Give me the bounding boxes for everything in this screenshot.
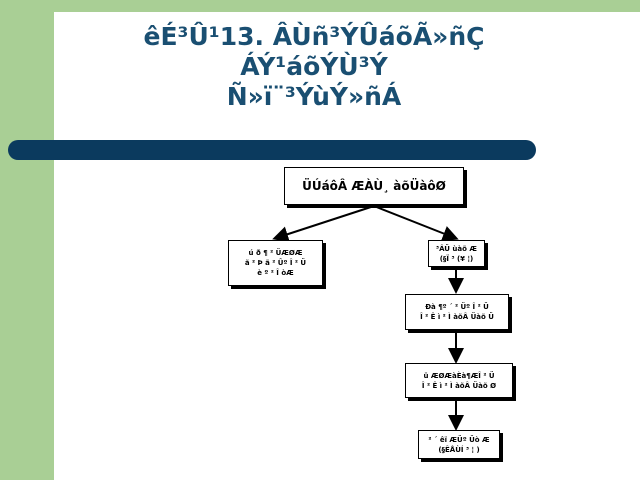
title-divider-bar [8, 140, 536, 160]
right-node-line-1: ³ÂÜ ùàõ Æ [436, 244, 477, 253]
connector-root-left [272, 205, 375, 242]
left-node-line-3: è º ² Î òÆ [257, 269, 294, 277]
root-node-label: ÜÚáôÂ ÆÀÙ¸ àõÜàôØ [302, 179, 446, 193]
diagram-root-node: ÜÚáôÂ ÆÀÙ¸ àõÜàôØ [284, 167, 464, 205]
left-node-line-2: ã ² Þ ã ² Ûº Î ² Ü [244, 259, 307, 267]
chain-node-2-line-1: ü ÆØÆàÈà¶ÆÎ ² Ü [423, 371, 495, 380]
content-card [54, 12, 640, 480]
diagram-chain-node-2: ü ÆØÆàÈà¶ÆÎ ² Ü Î ² Ê ì ² Ì àõÂ Üàõ Ø [405, 363, 513, 398]
chain-node-3-line-2: (§ÊÅÙÍ ³ ¦ ) [438, 445, 480, 454]
title-line-2: ÁÝ¹áõÝÙ³Ý [240, 52, 388, 81]
diagram-right-node: ³ÂÜ ùàõ Æ (§Ï ³ (¥ ¦) [428, 240, 485, 267]
title-line-1: êÉ³Û¹13. ÂÙñ³ÝÛáõÃ»ñÇ [143, 22, 485, 51]
diagram-chain-node-3: ² ´ êï ÆÜº Üò Æ (§ÊÅÙÍ ³ ¦ ) [418, 430, 500, 459]
chain-node-1-line-2: Î ² Ê ì ² Ì àõÂ Üàõ Ü [420, 313, 494, 321]
connector-root-right [373, 205, 459, 242]
left-node-line-1: ú ð ¶ ² ÜÆØÆ [248, 249, 303, 257]
chain-node-3-line-1: ² ´ êï ÆÜº Üò Æ [428, 435, 490, 444]
right-node-line-2: (§Ï ³ (¥ ¦) [439, 254, 474, 263]
diagram-chain-node-1: Ðà ¶º ´ ² Üº Î ² Ü Î ² Ê ì ² Ì àõÂ Üàõ Ü [405, 294, 509, 330]
title-line-3: Ñ»ï¨³ÝùÝ»ñÁ [226, 82, 402, 111]
diagram-left-node: ú ð ¶ ² ÜÆØÆ ã ² Þ ã ² Ûº Î ² Ü è º ² Î … [228, 240, 323, 286]
chain-node-2-line-2: Î ² Ê ì ² Ì àõÂ Üàõ Ø [421, 381, 497, 390]
slide-title: êÉ³Û¹13. ÂÙñ³ÝÛáõÃ»ñÇ ÁÝ¹áõÝÙ³Ý Ñ»ï¨³ÝùÝ… [54, 22, 574, 112]
chain-node-1-line-1: Ðà ¶º ´ ² Üº Î ² Ü [425, 303, 489, 311]
top-accent-strip [0, 0, 640, 12]
left-accent-panel [0, 0, 54, 480]
